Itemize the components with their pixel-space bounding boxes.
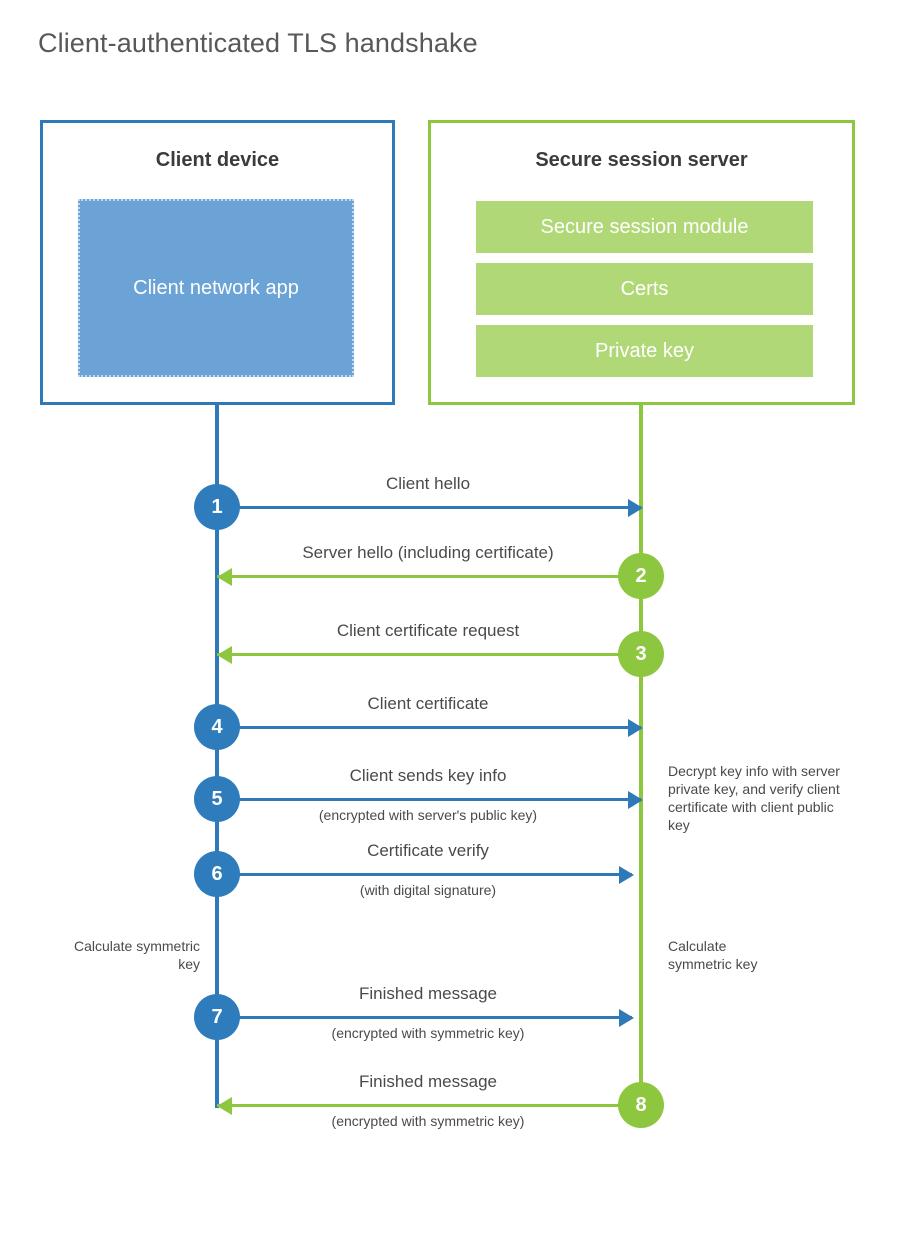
arrow-head-7 bbox=[619, 1009, 634, 1027]
message-sublabel-6: (with digital signature) bbox=[359, 882, 497, 898]
arrow-head-4 bbox=[628, 719, 643, 737]
message-sublabel-7: (encrypted with symmetric key) bbox=[331, 1025, 525, 1041]
client-network-app-block: Client network app bbox=[78, 199, 354, 377]
arrow-head-6 bbox=[619, 866, 634, 884]
message-label-7: Finished message bbox=[359, 984, 497, 1003]
server-component-certs: Certs bbox=[476, 263, 813, 315]
step-circle-6[interactable]: 6 bbox=[194, 851, 240, 897]
arrow-head-1 bbox=[628, 499, 643, 517]
step-circle-2[interactable]: 2 bbox=[618, 553, 664, 599]
secure-session-server-box: Secure session server Secure session mod… bbox=[428, 120, 855, 405]
page-title: Client-authenticated TLS handshake bbox=[38, 28, 478, 58]
message-line-8 bbox=[217, 1104, 641, 1107]
client-lifeline bbox=[215, 405, 219, 1108]
arrow-head-2 bbox=[217, 568, 232, 586]
message-line-5 bbox=[217, 798, 641, 801]
step-circle-4[interactable]: 4 bbox=[194, 704, 240, 750]
secure-session-server-title: Secure session server bbox=[535, 149, 748, 171]
message-line-1 bbox=[217, 506, 641, 509]
step-circle-5[interactable]: 5 bbox=[194, 776, 240, 822]
step-circle-8[interactable]: 8 bbox=[618, 1082, 664, 1128]
message-line-3 bbox=[217, 653, 641, 656]
arrow-head-8 bbox=[217, 1097, 232, 1115]
arrow-head-5 bbox=[628, 791, 643, 809]
message-label-2: Server hello (including certificate) bbox=[302, 543, 554, 562]
message-label-6: Certificate verify bbox=[367, 841, 489, 860]
message-line-7 bbox=[217, 1016, 632, 1019]
message-label-3: Client certificate request bbox=[336, 621, 520, 640]
message-line-4 bbox=[217, 726, 641, 729]
message-line-2 bbox=[217, 575, 641, 578]
message-sublabel-5: (encrypted with server's public key) bbox=[318, 807, 538, 823]
message-line-6 bbox=[217, 873, 632, 876]
step-circle-1[interactable]: 1 bbox=[194, 484, 240, 530]
message-sublabel-8: (encrypted with symmetric key) bbox=[331, 1113, 525, 1129]
server-lifeline bbox=[639, 405, 643, 1108]
note-server-decrypt-verify: Decrypt key info with server private key… bbox=[668, 763, 840, 833]
client-device-title: Client device bbox=[155, 149, 280, 171]
server-component-private-key: Private key bbox=[476, 325, 813, 377]
note-server-calculate-symmetric-key: Calculate symmetric key bbox=[668, 938, 758, 972]
message-label-1: Client hello bbox=[385, 474, 471, 493]
arrow-head-3 bbox=[217, 646, 232, 664]
message-label-5: Client sends key info bbox=[349, 766, 507, 785]
server-component-secure-session-module: Secure session module bbox=[476, 201, 813, 253]
note-client-calculate-symmetric-key: Calculate symmetric key bbox=[73, 938, 200, 972]
client-device-box: Client device Client network app bbox=[40, 120, 395, 405]
step-circle-3[interactable]: 3 bbox=[618, 631, 664, 677]
message-label-4: Client certificate bbox=[367, 694, 489, 713]
step-circle-7[interactable]: 7 bbox=[194, 994, 240, 1040]
message-label-8: Finished message bbox=[359, 1072, 497, 1091]
